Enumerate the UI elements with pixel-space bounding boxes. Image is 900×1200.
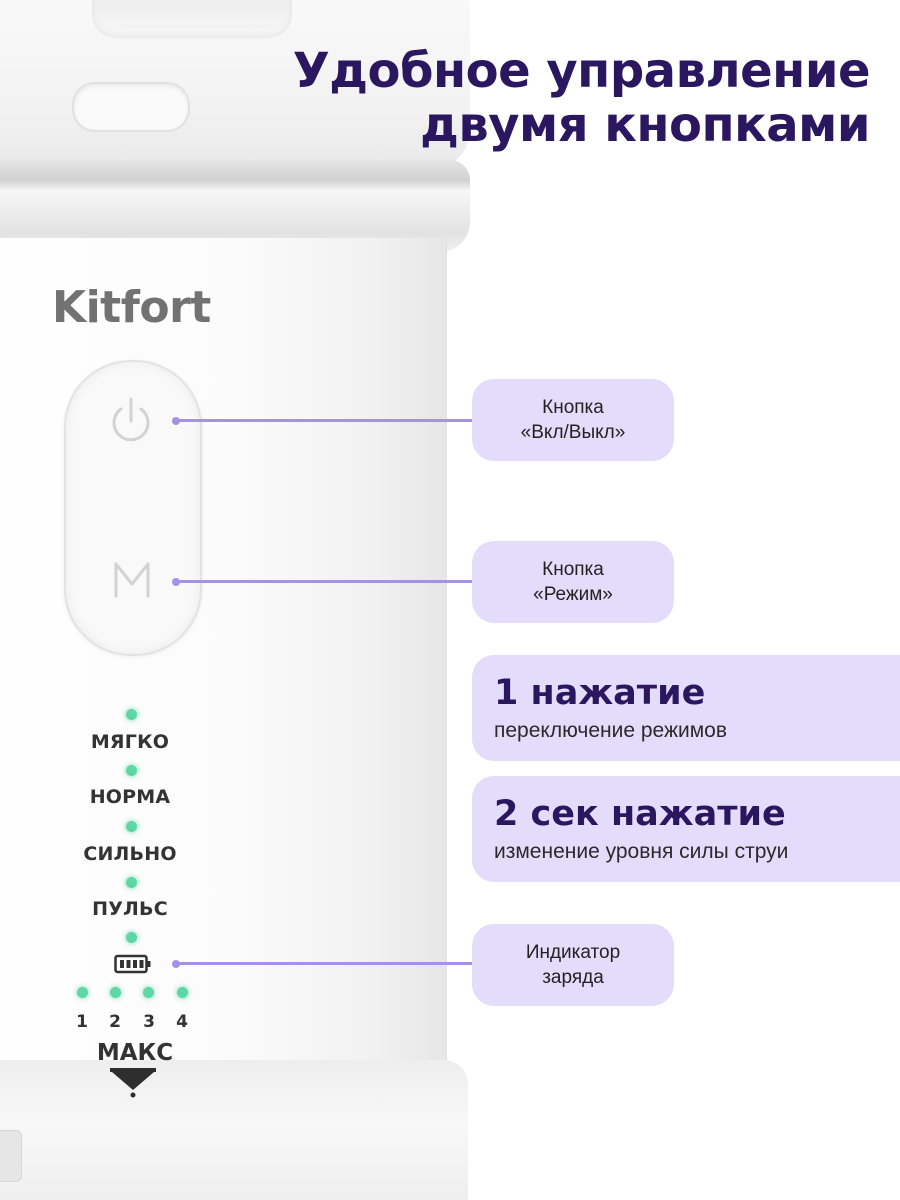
callout-mode-line-1: Кнопка — [542, 559, 604, 580]
device-water-tank — [0, 1060, 468, 1200]
mode-label-normal: НОРМА — [89, 786, 171, 808]
power-icon[interactable] — [102, 392, 160, 450]
led-mode-normal — [126, 765, 137, 776]
tank-tab — [0, 1130, 22, 1182]
control-buttons-panel — [64, 360, 202, 656]
device-metal-ring — [0, 160, 470, 252]
callout-charge-line-1: Индикатор — [525, 942, 621, 963]
info-long-press-title: 2 сек нажатие — [494, 794, 786, 834]
led-level-1 — [77, 987, 88, 998]
callout-charge-line-2: заряда — [542, 967, 604, 988]
info-single-press-title: 1 нажатие — [494, 673, 706, 713]
page-title: Удобное управление двумя кнопками — [150, 43, 871, 153]
level-number-1: 1 — [76, 1012, 88, 1032]
callout-power-button: Кнопка «Вкл/Выкл» — [472, 379, 674, 461]
led-level-3 — [143, 987, 154, 998]
mode-m-icon-svg — [114, 562, 150, 598]
callout-line-mode — [176, 580, 474, 583]
page-title-line-1: Удобное управление — [292, 43, 871, 99]
mode-label-soft: МЯГКО — [90, 731, 170, 753]
callout-mode-button: Кнопка «Режим» — [472, 541, 674, 623]
led-level-4 — [177, 987, 188, 998]
callout-line-charge — [176, 962, 474, 965]
level-number-4: 4 — [176, 1012, 188, 1032]
mode-m-icon[interactable] — [104, 558, 160, 600]
battery-icon — [114, 954, 151, 974]
callout-line-power — [176, 419, 474, 422]
callout-power-line-1: Кнопка — [542, 397, 604, 418]
info-single-press: 1 нажатие переключение режимов — [472, 655, 900, 761]
max-fill-label: МАКС — [96, 1040, 174, 1066]
callout-power-line-2: «Вкл/Выкл» — [520, 422, 626, 443]
level-number-2: 2 — [109, 1012, 121, 1032]
callout-charge-indicator: Индикатор заряда — [472, 924, 674, 1006]
mode-label-pulse: ПУЛЬС — [92, 898, 168, 920]
info-single-press-subtitle: переключение режимов — [494, 719, 728, 742]
water-flosser-device: Kitfort МЯГКО НОРМА СИЛЬНО ПУЛЬС — [0, 0, 470, 1200]
led-mode-strong — [126, 821, 137, 832]
level-number-3: 3 — [143, 1012, 155, 1032]
cap-release-button[interactable] — [72, 82, 190, 132]
info-long-press-subtitle: изменение уровня силы струи — [494, 840, 789, 863]
page-title-line-2: двумя кнопками — [420, 97, 870, 153]
power-icon-svg — [112, 397, 150, 442]
brand-logo: Kitfort — [52, 282, 211, 333]
info-long-press: 2 сек нажатие изменение уровня силы стру… — [472, 776, 900, 882]
led-mode-pulse — [126, 877, 137, 888]
led-mode-soft — [126, 709, 137, 720]
led-level-2 — [110, 987, 121, 998]
led-battery — [126, 932, 137, 943]
device-nozzle-base — [92, 0, 292, 38]
device-body — [0, 238, 447, 1118]
callout-mode-line-2: «Режим» — [533, 584, 613, 605]
mode-label-strong: СИЛЬНО — [83, 843, 177, 865]
max-arrow-icon — [110, 1068, 156, 1098]
